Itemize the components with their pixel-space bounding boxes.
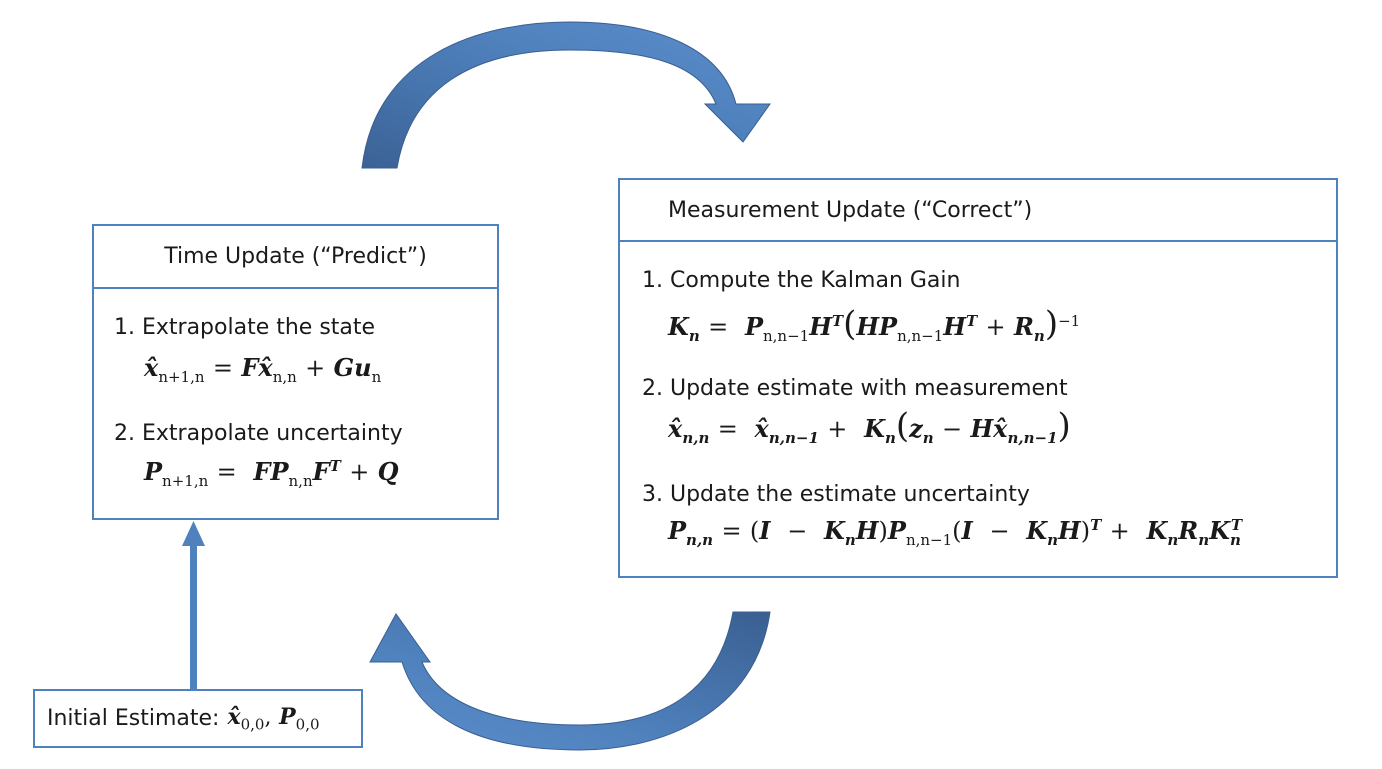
- state-extrapolation-equation: x̂n+1,n = Fx̂n,n + Gun: [144, 353, 382, 386]
- initial-estimate-values: x̂0,0, P0,0: [227, 703, 320, 734]
- measurement-update-box: Measurement Update (“Correct”) 1. Comput…: [618, 178, 1338, 578]
- predict-to-correct-arrow: [361, 21, 771, 169]
- time-update-title: Time Update (“Predict”): [94, 226, 497, 289]
- time-update-box: Time Update (“Predict”) 1. Extrapolate t…: [92, 224, 499, 520]
- measurement-update-step-2: 2. Update estimate with measurement: [642, 376, 1068, 401]
- time-update-step-2: 2. Extrapolate uncertainty: [114, 421, 403, 446]
- measurement-update-step-1: 1. Compute the Kalman Gain: [642, 268, 961, 293]
- covariance-extrapolation-equation: Pn+1,n = FPn,nFT + Q: [144, 457, 399, 490]
- initial-to-predict-arrow-shaft: [190, 545, 197, 690]
- measurement-update-step-3: 3. Update the estimate uncertainty: [642, 482, 1030, 507]
- correct-to-predict-arrow: [369, 611, 771, 751]
- state-update-equation: x̂n,n = x̂n,n−1 + Kn(zn − Hx̂n,n−1): [668, 406, 1071, 447]
- initial-estimate-box: Initial Estimate: x̂0,0, P0,0: [33, 689, 363, 748]
- measurement-update-title: Measurement Update (“Correct”): [620, 180, 1336, 242]
- covariance-update-equation: Pn,n = (I − KnH)Pn,n−1(I − KnH)T + KnRnK…: [668, 516, 1243, 549]
- time-update-step-1: 1. Extrapolate the state: [114, 315, 376, 340]
- initial-to-predict-arrow-head: [182, 521, 205, 546]
- kalman-gain-equation: Kn = Pn,n−1HT(HPn,n−1HT + Rn)−1: [668, 304, 1081, 345]
- initial-estimate-label: Initial Estimate:: [47, 706, 220, 731]
